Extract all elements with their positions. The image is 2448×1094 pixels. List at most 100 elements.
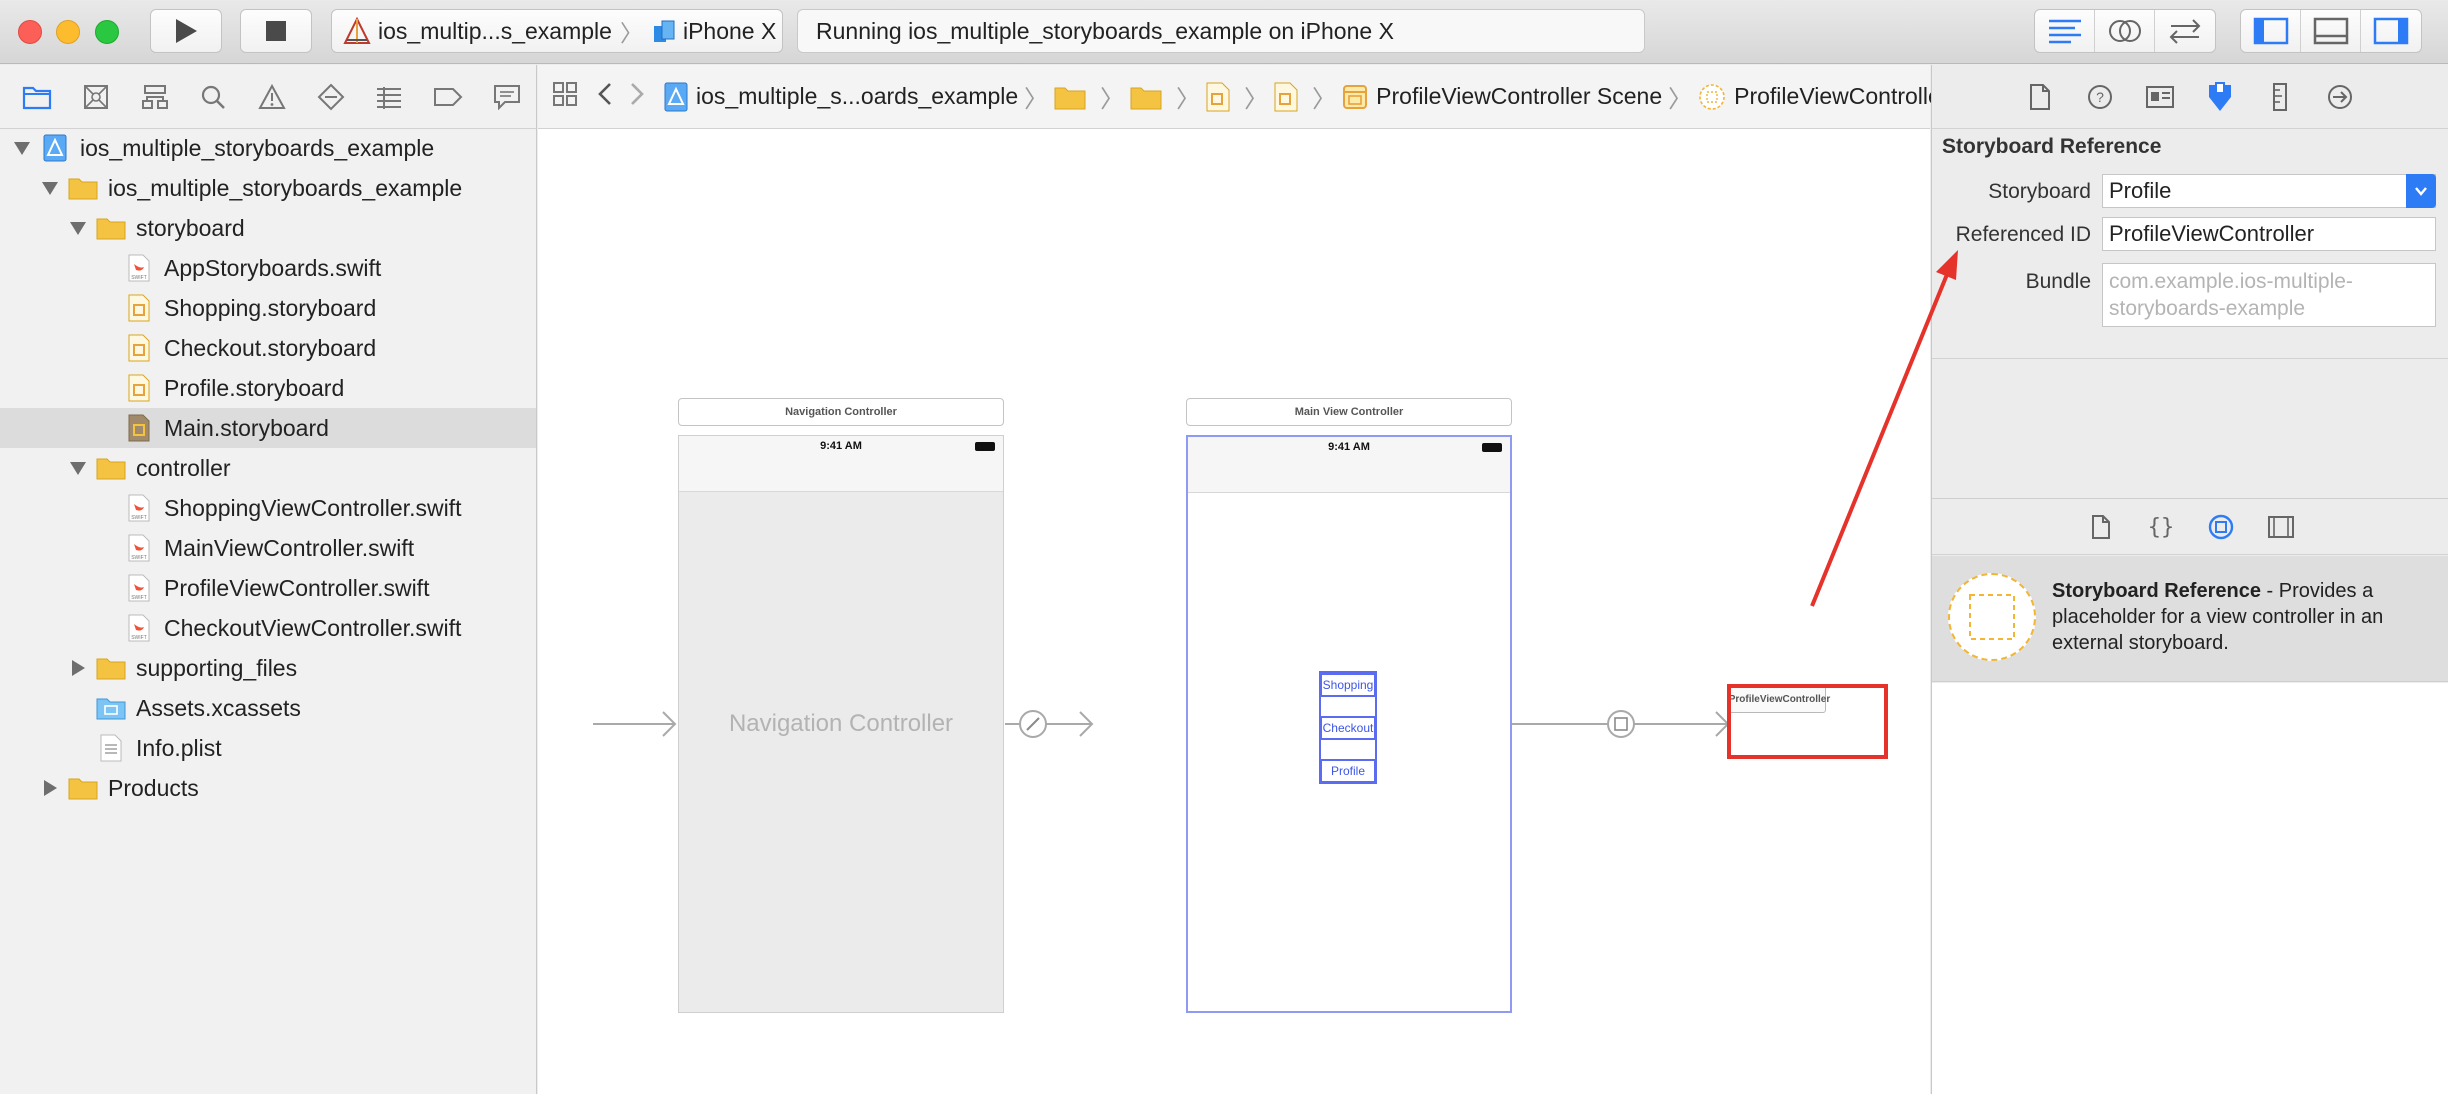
folder-file-icon bbox=[68, 174, 98, 202]
disclosure-expanded-icon[interactable] bbox=[40, 178, 60, 198]
disclosure-collapsed-icon[interactable] bbox=[40, 778, 60, 798]
tab-debug-navigator[interactable] bbox=[360, 77, 419, 117]
main-scene-title[interactable]: Main View Controller bbox=[1186, 398, 1512, 426]
disclosure-collapsed-icon[interactable] bbox=[68, 658, 88, 678]
disclosure-expanded-icon[interactable] bbox=[68, 458, 88, 478]
checkout-button[interactable]: Checkout bbox=[1320, 716, 1376, 740]
tab-media-library[interactable] bbox=[2251, 507, 2311, 547]
disclosure-expanded-icon[interactable] bbox=[12, 138, 32, 158]
tab-breakpoint-navigator[interactable] bbox=[419, 77, 478, 117]
related-items-icon[interactable] bbox=[552, 81, 578, 113]
toggle-navigator-button[interactable] bbox=[2241, 10, 2301, 52]
profile-button[interactable]: Profile bbox=[1320, 759, 1376, 783]
tab-project-navigator[interactable] bbox=[8, 77, 67, 117]
disclosure-spacer bbox=[68, 738, 88, 758]
tab-object-library[interactable] bbox=[2191, 507, 2251, 547]
chevron-left-icon bbox=[598, 82, 611, 105]
tab-size-inspector[interactable] bbox=[2250, 77, 2310, 117]
jumpbar-storyboard-file[interactable] bbox=[1206, 82, 1238, 112]
referenced-id-label: Referenced ID bbox=[1955, 223, 2091, 246]
storyboard-canvas[interactable]: Navigation Controller 9:41 AM Navigation… bbox=[538, 130, 1930, 1094]
tree-item-label: Main.storyboard bbox=[164, 414, 329, 441]
nav-controller-scene[interactable]: 9:41 AM Navigation Controller bbox=[678, 435, 1004, 1013]
arrows-icon bbox=[2169, 19, 2201, 44]
tree-item-controller[interactable]: controller bbox=[0, 448, 536, 488]
version-editor-button[interactable] bbox=[2155, 10, 2215, 52]
tree-item-main-storyboard[interactable]: Main.storyboard bbox=[0, 408, 536, 448]
disclosure-spacer bbox=[96, 538, 116, 558]
chevron-right-icon bbox=[631, 82, 644, 105]
stop-button[interactable] bbox=[240, 9, 312, 53]
tree-item-info-plist[interactable]: Info.plist bbox=[0, 728, 536, 768]
tab-quick-help[interactable]: ? bbox=[2070, 77, 2130, 117]
close-window-button[interactable] bbox=[18, 20, 42, 44]
tree-item-ios-multiple-storyboards-example[interactable]: ios_multiple_storyboards_example bbox=[0, 128, 536, 168]
storyboard-popup[interactable]: Profile bbox=[2102, 174, 2436, 208]
tab-source-control[interactable] bbox=[67, 77, 126, 117]
jumpbar-project[interactable]: ios_multiple_s...oards_example bbox=[664, 82, 1018, 112]
disclosure-expanded-icon[interactable] bbox=[68, 218, 88, 238]
tab-test-navigator[interactable] bbox=[301, 77, 360, 117]
assistant-editor-button[interactable] bbox=[2095, 10, 2155, 52]
tree-item-assets-xcassets[interactable]: Assets.xcassets bbox=[0, 688, 536, 728]
referenced-id-value: ProfileViewController bbox=[2109, 221, 2315, 246]
zoom-window-button[interactable] bbox=[95, 20, 119, 44]
tab-symbol-navigator[interactable] bbox=[125, 77, 184, 117]
jumpbar-object[interactable]: ProfileViewController bbox=[1698, 83, 1948, 111]
main-view-controller-scene[interactable]: 9:41 AM Shopping Checkout Profile bbox=[1186, 435, 1512, 1013]
tree-item-profile-storyboard[interactable]: Profile.storyboard bbox=[0, 368, 536, 408]
back-button[interactable] bbox=[596, 81, 614, 113]
tree-item-ios-multiple-storyboards-example[interactable]: ios_multiple_storyboards_example bbox=[0, 168, 536, 208]
tree-item-storyboard[interactable]: storyboard bbox=[0, 208, 536, 248]
braces-icon: {} bbox=[2148, 515, 2174, 540]
plist-file-icon bbox=[96, 734, 126, 762]
tab-file-inspector[interactable] bbox=[2010, 77, 2070, 117]
library-entry-text: Storyboard Reference - Provides a placeh… bbox=[2052, 578, 2442, 656]
chevron-down-icon[interactable] bbox=[2406, 174, 2436, 208]
referenced-id-field[interactable]: ProfileViewController bbox=[2102, 217, 2436, 251]
tab-report-navigator[interactable] bbox=[477, 77, 536, 117]
run-button[interactable] bbox=[150, 9, 222, 53]
nav-scene-title[interactable]: Navigation Controller bbox=[678, 398, 1004, 426]
toggle-inspector-button[interactable] bbox=[2361, 10, 2421, 52]
disclosure-spacer bbox=[96, 298, 116, 318]
tree-item-label: supporting_files bbox=[136, 654, 298, 681]
toggle-debug-area-button[interactable] bbox=[2301, 10, 2361, 52]
tree-item-shopping-storyboard[interactable]: Shopping.storyboard bbox=[0, 288, 536, 328]
scheme-selector[interactable]: ios_multip...s_example 〉 iPhone X bbox=[331, 9, 783, 53]
segue-show-badge[interactable] bbox=[1607, 710, 1635, 738]
bundle-field[interactable]: com.example.ios-multiple-storyboards-exa… bbox=[2102, 263, 2436, 327]
jumpbar-folder-1[interactable] bbox=[1054, 84, 1094, 110]
minimize-window-button[interactable] bbox=[56, 20, 80, 44]
diamond-icon bbox=[317, 83, 345, 110]
tab-connections-inspector[interactable] bbox=[2310, 77, 2370, 117]
forward-button[interactable] bbox=[628, 81, 646, 113]
tree-item-products[interactable]: Products bbox=[0, 768, 536, 808]
play-icon bbox=[176, 19, 197, 43]
jumpbar-scene[interactable]: ProfileViewController Scene bbox=[1342, 83, 1662, 110]
window-toolbar: ios_multip...s_example 〉 iPhone X Runnin… bbox=[0, 0, 2448, 64]
reference-label: ProfileViewController bbox=[1728, 693, 1831, 705]
segue-root-badge[interactable] bbox=[1019, 710, 1047, 738]
tree-item-checkout-storyboard[interactable]: Checkout.storyboard bbox=[0, 328, 536, 368]
tab-file-templates[interactable] bbox=[2071, 507, 2131, 547]
tree-item-supporting-files[interactable]: supporting_files bbox=[0, 648, 536, 688]
standard-editor-button[interactable] bbox=[2035, 10, 2095, 52]
tab-code-snippets[interactable]: {} bbox=[2131, 507, 2191, 547]
tab-find-navigator[interactable] bbox=[184, 77, 243, 117]
tab-identity-inspector[interactable] bbox=[2130, 77, 2190, 117]
storyboard-label: Storyboard bbox=[1988, 180, 2091, 203]
jumpbar-storyboard-base[interactable] bbox=[1274, 82, 1306, 112]
tab-attributes-inspector[interactable] bbox=[2190, 77, 2250, 117]
shopping-button[interactable]: Shopping bbox=[1320, 673, 1376, 697]
library-divider[interactable] bbox=[1932, 498, 2448, 499]
disclosure-spacer bbox=[96, 338, 116, 358]
jumpbar-folder-2[interactable] bbox=[1130, 84, 1170, 110]
library-entry-storyboard-reference[interactable]: Storyboard Reference - Provides a placeh… bbox=[1932, 556, 2448, 682]
tab-issue-navigator[interactable] bbox=[243, 77, 302, 117]
